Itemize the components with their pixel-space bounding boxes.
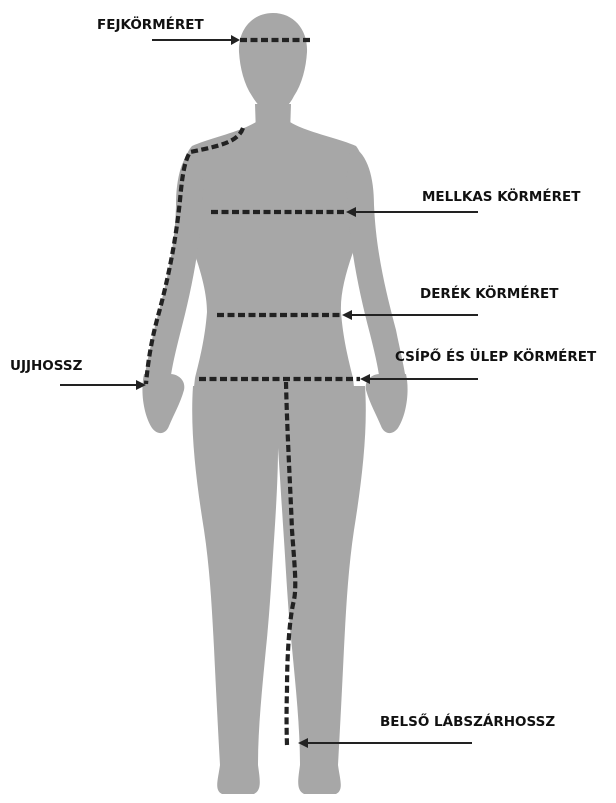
waist-arrow <box>342 310 478 320</box>
body-silhouette <box>142 13 407 794</box>
silhouette-left-hand <box>142 374 184 433</box>
silhouette-left-arm <box>144 146 203 382</box>
silhouette-right-hand <box>366 374 408 433</box>
silhouette-head <box>239 13 307 114</box>
head-label: FEJKÖRMÉRET <box>97 15 204 33</box>
silhouette-legs <box>192 386 366 794</box>
silhouette-right-arm <box>347 146 406 382</box>
sleeve-label: UJJHOSSZ <box>10 358 83 374</box>
chest-label: MELLKAS KÖRMÉRET <box>422 187 581 205</box>
waist-label: DERÉK KÖRMÉRET <box>420 284 559 302</box>
silhouette-torso <box>182 122 364 396</box>
head-arrow <box>152 35 240 45</box>
hip-label: CSÍPŐ ÉS ÜLEP KÖRMÉRET <box>395 347 597 365</box>
inseam-label: BELSŐ LÁBSZÁRHOSSZ <box>380 712 555 730</box>
sleeve-arrow <box>60 380 146 390</box>
